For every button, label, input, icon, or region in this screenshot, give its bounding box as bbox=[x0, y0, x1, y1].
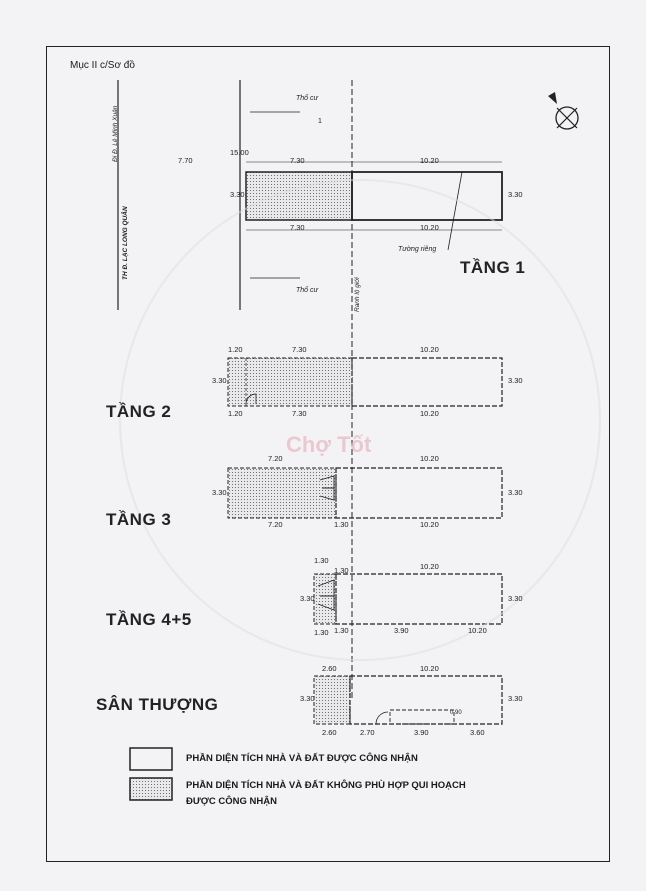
private-wall-label: Tường riêng bbox=[398, 246, 437, 253]
rooftop-recognized-area bbox=[349, 675, 503, 725]
floor1-hatched-area bbox=[245, 171, 353, 221]
floor2-hatched-area bbox=[227, 357, 353, 407]
legend-plain-text: PHẦN DIỆN TÍCH NHÀ VÀ ĐẤT ĐƯỢC CÔNG NHẬN bbox=[186, 753, 418, 764]
roof-right-top: 10.20 bbox=[420, 664, 439, 673]
f3-inner-bottom: 1.30 bbox=[334, 520, 349, 529]
floor3-recognized-area bbox=[335, 467, 503, 519]
neighbor-bottom-label: Thổ cư bbox=[296, 287, 318, 294]
floor3-hatched-area bbox=[227, 467, 337, 519]
floor2-recognized-area bbox=[351, 357, 503, 407]
f45-c-bottom: 3.90 bbox=[394, 626, 409, 635]
street-lac-long-quan: TH Đ. LẠC LONG QUÂN bbox=[122, 206, 129, 280]
floor45-stair-mark bbox=[317, 579, 335, 611]
f1-road-width: 15.00 bbox=[230, 148, 249, 157]
f1-right-bottom: 10.20 bbox=[420, 223, 439, 232]
legend-plain-box bbox=[129, 747, 173, 771]
f1-street-width: 7.70 bbox=[178, 156, 193, 165]
f1-right-top: 10.20 bbox=[420, 156, 439, 165]
floor3-title: TẦNG 3 bbox=[106, 510, 172, 529]
f3-left-bottom: 7.20 bbox=[268, 520, 283, 529]
roof-left-top: 2.60 bbox=[322, 664, 337, 673]
f2-height-left: 3.30 bbox=[212, 376, 227, 385]
floor45-recognized-area bbox=[335, 573, 503, 625]
f45-a-top: 1.30 bbox=[314, 556, 329, 565]
f2-height-right: 3.30 bbox=[508, 376, 523, 385]
f3-height-right: 3.30 bbox=[508, 488, 523, 497]
f45-right-top: 10.20 bbox=[420, 562, 439, 571]
f45-b-bottom: 1.30 bbox=[334, 626, 349, 635]
floor45-hatched-area bbox=[313, 573, 337, 625]
roof-left-bottom: 2.60 bbox=[322, 728, 337, 737]
north-arrow-icon bbox=[548, 92, 557, 104]
floor2-title: TẦNG 2 bbox=[106, 402, 172, 421]
f2-left-bottom: 7.30 bbox=[292, 409, 307, 418]
f45-height-right: 3.30 bbox=[508, 594, 523, 603]
seal-watermark bbox=[119, 179, 601, 661]
f2-left-top: 7.30 bbox=[292, 345, 307, 354]
roof-room-height: 0.90 bbox=[450, 710, 462, 716]
compass-icon bbox=[555, 106, 579, 130]
lot-boundary-label: Ranh lộ giới bbox=[354, 277, 361, 312]
f2-overhang-top: 1.20 bbox=[228, 345, 243, 354]
legend-dotted-box bbox=[129, 777, 173, 801]
corner-mark: 1 bbox=[318, 118, 322, 125]
f2-overhang-bottom: 1.20 bbox=[228, 409, 243, 418]
floor3-stair-mark bbox=[319, 475, 335, 501]
floor45-title: TẦNG 4+5 bbox=[106, 610, 192, 629]
roof-height-left: 3.30 bbox=[300, 694, 315, 703]
f1-height-left: 3.30 bbox=[230, 190, 245, 199]
brand-watermark: Chợ Tốt bbox=[286, 432, 372, 457]
street-le-minh-xuan: Đi Đ. Lê Minh Xuân bbox=[112, 105, 119, 162]
legend-dotted-text: PHẦN DIỆN TÍCH NHÀ VÀ ĐẤT KHÔNG PHÙ HỢP … bbox=[186, 780, 466, 791]
roof-end-bottom: 3.60 bbox=[470, 728, 485, 737]
roof-room-bottom: 3.90 bbox=[414, 728, 429, 737]
f3-right-bottom: 10.20 bbox=[420, 520, 439, 529]
roof-height-right: 3.30 bbox=[508, 694, 523, 703]
f1-left-top: 7.30 bbox=[290, 156, 305, 165]
rooftop-hatched-area bbox=[313, 675, 351, 725]
rooftop-title: SÂN THƯỢNG bbox=[96, 695, 219, 714]
f2-right-bottom: 10.20 bbox=[420, 409, 439, 418]
neighbor-top-label: Thổ cư bbox=[296, 95, 318, 102]
f2-right-top: 10.20 bbox=[420, 345, 439, 354]
f1-left-bottom: 7.30 bbox=[290, 223, 305, 232]
f45-a-bottom: 1.30 bbox=[314, 628, 329, 637]
f3-right-top: 10.20 bbox=[420, 454, 439, 463]
floor1-title: TẦNG 1 bbox=[460, 258, 526, 277]
private-wall-leader bbox=[447, 171, 463, 251]
f3-left-top: 7.20 bbox=[268, 454, 283, 463]
f45-d-bottom: 10.20 bbox=[468, 626, 487, 635]
border-frame bbox=[46, 46, 610, 862]
f45-b-top: 1.30 bbox=[334, 566, 349, 575]
f1-height-right: 3.30 bbox=[508, 190, 523, 199]
f45-height-left: 3.30 bbox=[300, 594, 315, 603]
rooftop-room bbox=[389, 709, 455, 725]
section-label: Mục II c/Sơ đồ bbox=[70, 60, 135, 71]
legend-dotted-text-2: ĐƯỢC CÔNG NHẬN bbox=[186, 796, 277, 807]
f3-height-left: 3.30 bbox=[212, 488, 227, 497]
floor2-door-mark bbox=[245, 393, 257, 405]
roof-mid-bottom: 2.70 bbox=[360, 728, 375, 737]
